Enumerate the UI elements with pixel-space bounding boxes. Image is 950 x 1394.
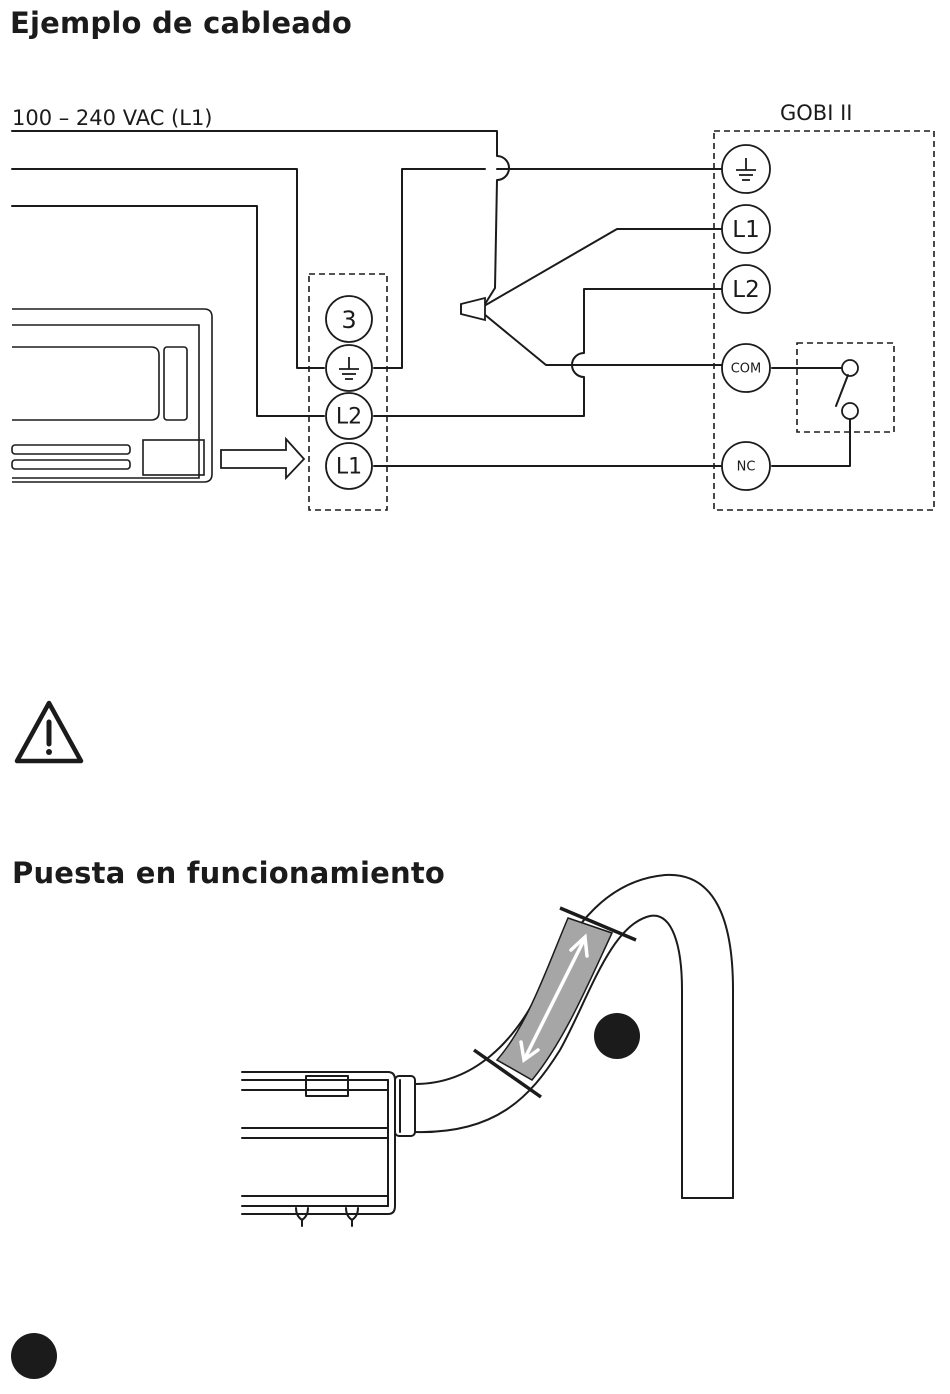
gobi-device-label: GOBI II — [780, 101, 852, 125]
device-terminal-com-label: COM — [731, 362, 762, 377]
device-terminal-l1-label: L1 — [732, 217, 759, 243]
wire-nut-icon — [461, 298, 485, 320]
controller-earth-feed-wire — [12, 169, 324, 368]
warning-triangle-icon — [12, 698, 86, 768]
filled-circle-marker-icon — [10, 1332, 60, 1382]
l1-device-wire — [484, 229, 722, 306]
controller-terminal-l1-label: L1 — [336, 455, 362, 480]
controller-terminal-3-label: 3 — [341, 306, 356, 334]
supply-voltage-label: 100 – 240 VAC (L1) — [12, 106, 213, 130]
switch-lever — [836, 375, 848, 406]
startup-illustration — [0, 860, 950, 1280]
switch-nc-wire — [772, 419, 850, 466]
cooling-unit — [242, 1072, 415, 1226]
switch-contact-bottom — [842, 403, 858, 419]
arrow-right-icon — [221, 439, 304, 478]
supply-wire — [12, 131, 509, 304]
switch-contact-top — [842, 360, 858, 376]
device-terminal-nc-label: NC — [737, 460, 756, 475]
com-wire — [484, 314, 722, 365]
filled-circle-marker-icon — [594, 1013, 640, 1059]
controller-l2-feed-wire — [12, 206, 324, 416]
device-terminal-l2-label: L2 — [732, 277, 759, 303]
l2-device-wire — [374, 289, 722, 416]
wiring-diagram: 100 – 240 VAC (L1) GOBI II 3 L2 L1 — [0, 0, 950, 560]
controller-unit — [12, 309, 212, 482]
controller-terminal-l2-label: L2 — [336, 405, 362, 430]
